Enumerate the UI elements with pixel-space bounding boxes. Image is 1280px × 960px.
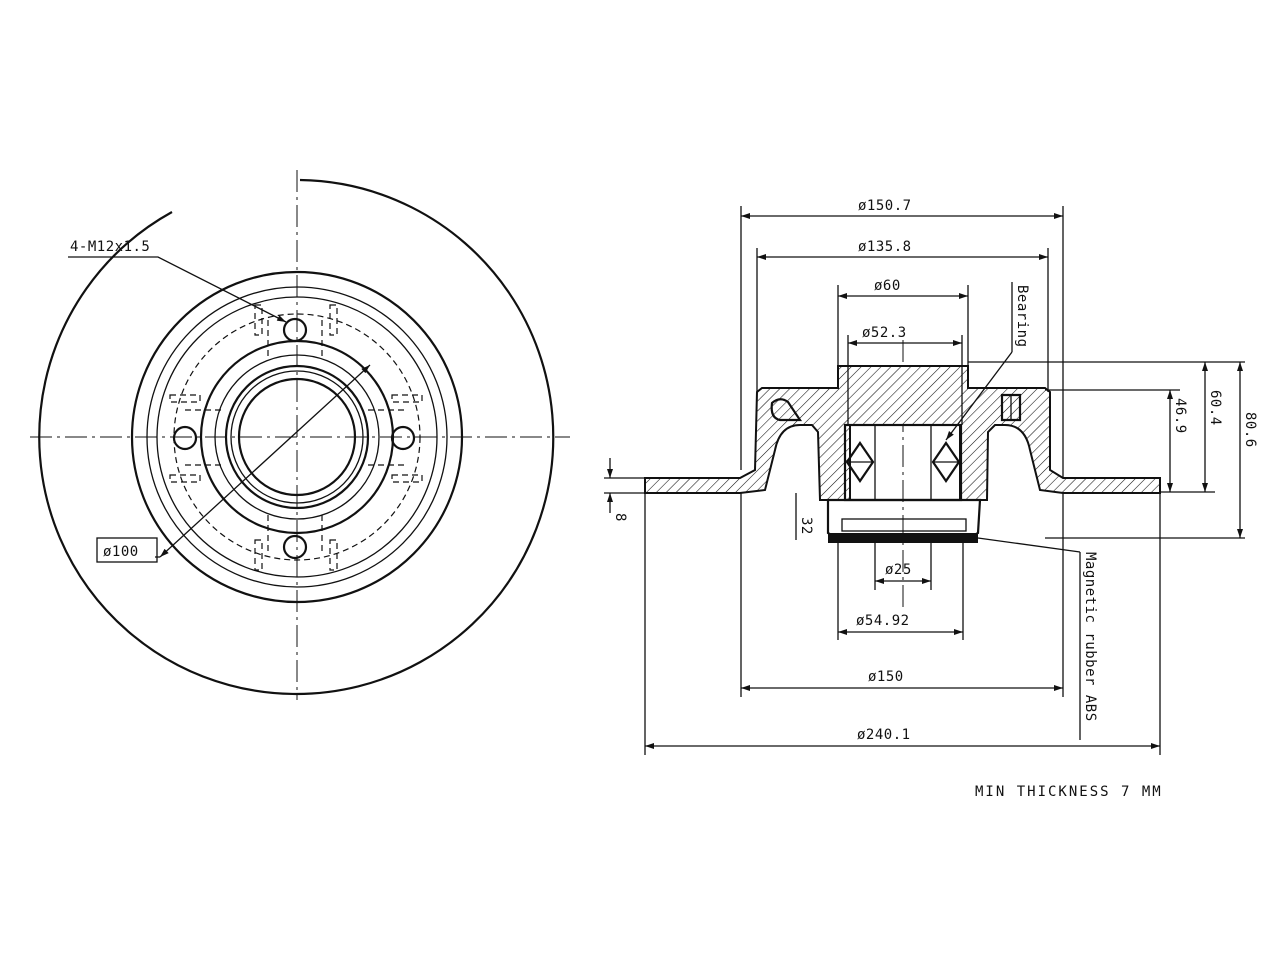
bearing-roller-left xyxy=(845,441,875,483)
abs-leader xyxy=(977,537,1081,553)
dim-80-6: 80.6 xyxy=(1242,412,1258,448)
abs-label: Magnetic rubber ABS xyxy=(1082,552,1098,722)
hub-section xyxy=(644,365,1161,501)
dim-150: ø150 xyxy=(868,669,904,685)
section-view: ø150.7 ø135.8 ø60 ø52.3 ø25 ø54.92 ø150 … xyxy=(604,198,1258,755)
bearing-leader xyxy=(945,351,1013,441)
dim-32: 32 xyxy=(798,517,814,535)
bolt-hole-left xyxy=(172,425,198,451)
hub-ring-3 xyxy=(156,296,438,578)
dim-135-8: ø135.8 xyxy=(858,239,912,255)
left-pocket xyxy=(770,398,803,422)
hub-ring-2 xyxy=(146,286,448,588)
bolt-leader xyxy=(68,256,287,323)
bolt-hole-top xyxy=(282,317,308,343)
seal xyxy=(841,518,967,532)
pcd-label: ø100 xyxy=(103,544,139,560)
dim-150-7: ø150.7 xyxy=(858,198,912,214)
abs-sensor-bore xyxy=(1000,393,1022,422)
dim-52-3: ø52.3 xyxy=(862,325,907,341)
hub-ring-outer xyxy=(130,270,464,604)
dim-54-92: ø54.92 xyxy=(856,613,910,629)
min-thickness-note: MIN THICKNESS 7 MM xyxy=(975,784,1163,800)
dim-46-9: 46.9 xyxy=(1172,398,1188,434)
pcd-dimension-line xyxy=(159,364,371,558)
bearing-roller-right xyxy=(931,441,961,483)
bolt-spec-label: 4-M12x1.5 xyxy=(70,239,150,255)
hub-ring-hidden xyxy=(173,313,421,561)
front-view: 4-M12x1.5 ø100 xyxy=(30,170,570,700)
dim-60: ø60 xyxy=(874,278,901,294)
dim-240-1: ø240.1 xyxy=(857,727,911,743)
pcd-label-box xyxy=(96,537,158,563)
dim-25: ø25 xyxy=(885,562,912,578)
bearing-label: Bearing xyxy=(1014,285,1030,348)
bolt-hole-right xyxy=(390,425,416,451)
abs-ring xyxy=(828,533,978,543)
disc-outer-edge xyxy=(38,178,555,696)
extension-lines xyxy=(604,206,1245,755)
bolt-hole-bottom xyxy=(282,534,308,560)
dim-60-4: 60.4 xyxy=(1207,390,1223,426)
dim-8: 8 xyxy=(612,513,628,522)
